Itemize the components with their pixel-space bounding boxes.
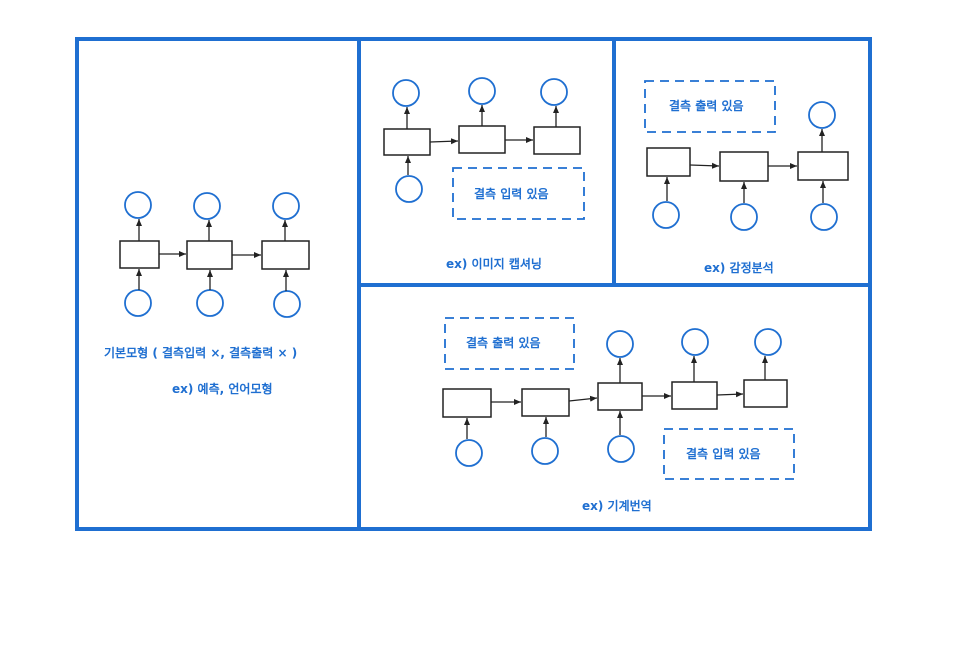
panel-frames: [75, 37, 872, 531]
input-node: [124, 289, 152, 317]
dashed-label: 결측 입력 있음: [474, 186, 549, 201]
input-node: [196, 289, 224, 317]
dashed-missing-output-box: [444, 317, 575, 370]
vertical-arrows: [464, 356, 768, 439]
dashed-label-bottom: 결측 입력 있음: [686, 446, 761, 461]
input-node: [395, 175, 423, 203]
dashed-label: 결측 출력 있음: [669, 98, 744, 113]
caption-basic-line1: 기본모형 ( 결측입력 ×, 결측출력 × ): [104, 345, 297, 360]
recurrent-arrows: [689, 162, 797, 169]
rnn-cell: [458, 125, 506, 154]
dashed-missing-input-box: [452, 167, 585, 220]
output-node: [808, 101, 836, 129]
input-node: [273, 290, 301, 318]
input-nodes: [395, 175, 423, 203]
input-node: [730, 203, 758, 231]
panel-image-captioning: 결측 입력 있음 ex) 이미지 캡셔닝: [383, 77, 585, 271]
panel-sentiment: 결측 출력 있음 ex) 감정분석: [644, 80, 849, 275]
recurrent-arrows: [491, 391, 744, 405]
rnn-cell: [533, 126, 581, 155]
output-node: [392, 79, 420, 107]
rnn-cells: [383, 125, 581, 156]
caption-sentiment: ex) 감정분석: [704, 260, 774, 275]
rnn-cell: [119, 240, 160, 269]
output-node: [681, 328, 709, 356]
output-node: [754, 328, 782, 356]
caption-image-captioning: ex) 이미지 캡셔닝: [446, 256, 542, 271]
caption-translation: ex) 기계번역: [582, 498, 652, 513]
dashed-label-top: 결측 출력 있음: [466, 335, 541, 350]
output-nodes: [606, 328, 782, 358]
rnn-cell: [646, 147, 691, 177]
vertical-arrows: [404, 105, 559, 175]
dashed-missing-output-box: [644, 80, 776, 133]
recurrent-arrows: [429, 137, 533, 145]
input-node: [607, 435, 635, 463]
output-node: [193, 192, 221, 220]
input-node: [455, 439, 483, 467]
panel-basic: 기본모형 ( 결측입력 ×, 결측출력 × ) ex) 예측, 언어모형: [104, 191, 310, 396]
rnn-cell: [597, 382, 643, 411]
rnn-cell: [521, 388, 570, 417]
vertical-arrows: [136, 219, 289, 291]
output-node: [124, 191, 152, 219]
caption-basic-line2: ex) 예측, 언어모형: [172, 381, 273, 396]
rnn-cell: [442, 388, 492, 418]
input-node: [810, 203, 838, 231]
rnn-cell: [743, 379, 788, 408]
panel-translation: 결측 출력 있음: [442, 317, 795, 513]
rnn-cell: [186, 240, 233, 270]
output-nodes: [124, 191, 300, 220]
output-node: [540, 78, 568, 106]
output-node: [272, 192, 300, 220]
rnn-cell: [671, 381, 718, 410]
rnn-cell: [261, 240, 310, 270]
recurrent-arrows: [159, 251, 261, 258]
output-node: [468, 77, 496, 105]
rnn-cells: [442, 379, 788, 418]
rnn-cell: [719, 151, 769, 182]
input-nodes: [124, 289, 301, 318]
output-nodes: [808, 101, 836, 129]
output-nodes: [392, 77, 568, 107]
input-nodes: [652, 201, 838, 231]
rnn-cells: [119, 240, 310, 270]
output-node: [606, 330, 634, 358]
vertical-arrows: [664, 129, 826, 203]
rnn-cells: [646, 147, 849, 182]
dashed-missing-input-box: [663, 428, 795, 480]
input-node: [652, 201, 680, 229]
input-node: [531, 437, 559, 465]
input-nodes: [455, 435, 635, 467]
rnn-cell: [383, 128, 431, 156]
rnn-cell: [797, 151, 849, 181]
